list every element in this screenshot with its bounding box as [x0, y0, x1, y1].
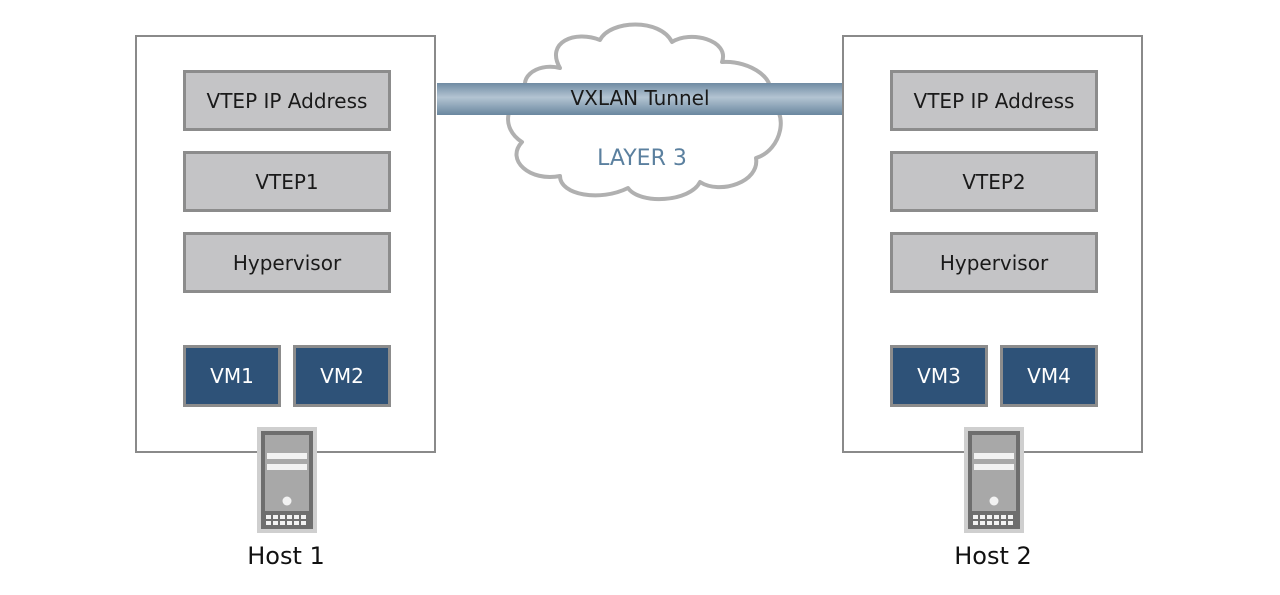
- vm-block: VM2: [293, 345, 391, 407]
- vm-block: VM4: [1000, 345, 1098, 407]
- vtep-ip-address-block: VTEP IP Address: [890, 70, 1098, 131]
- host-1-box: VTEP IP Address VTEP1 Hypervisor VM1 VM2: [135, 35, 436, 453]
- tunnel-label: VXLAN Tunnel: [570, 86, 710, 110]
- vtep-ip-address-block: VTEP IP Address: [183, 70, 391, 131]
- hypervisor-block: Hypervisor: [183, 232, 391, 293]
- vtep-block: VTEP2: [890, 151, 1098, 212]
- cloud-label: LAYER 3: [597, 146, 687, 171]
- vm-block: VM3: [890, 345, 988, 407]
- vxlan-tunnel: [437, 83, 842, 115]
- hypervisor-block: Hypervisor: [890, 232, 1098, 293]
- server-icon: [257, 427, 317, 533]
- vtep-block: VTEP1: [183, 151, 391, 212]
- host-2-label: Host 2: [954, 542, 1032, 570]
- host-2-box: VTEP IP Address VTEP2 Hypervisor VM3 VM4: [842, 35, 1143, 453]
- vm-block: VM1: [183, 345, 281, 407]
- server-icon: [964, 427, 1024, 533]
- host-1-label: Host 1: [247, 542, 325, 570]
